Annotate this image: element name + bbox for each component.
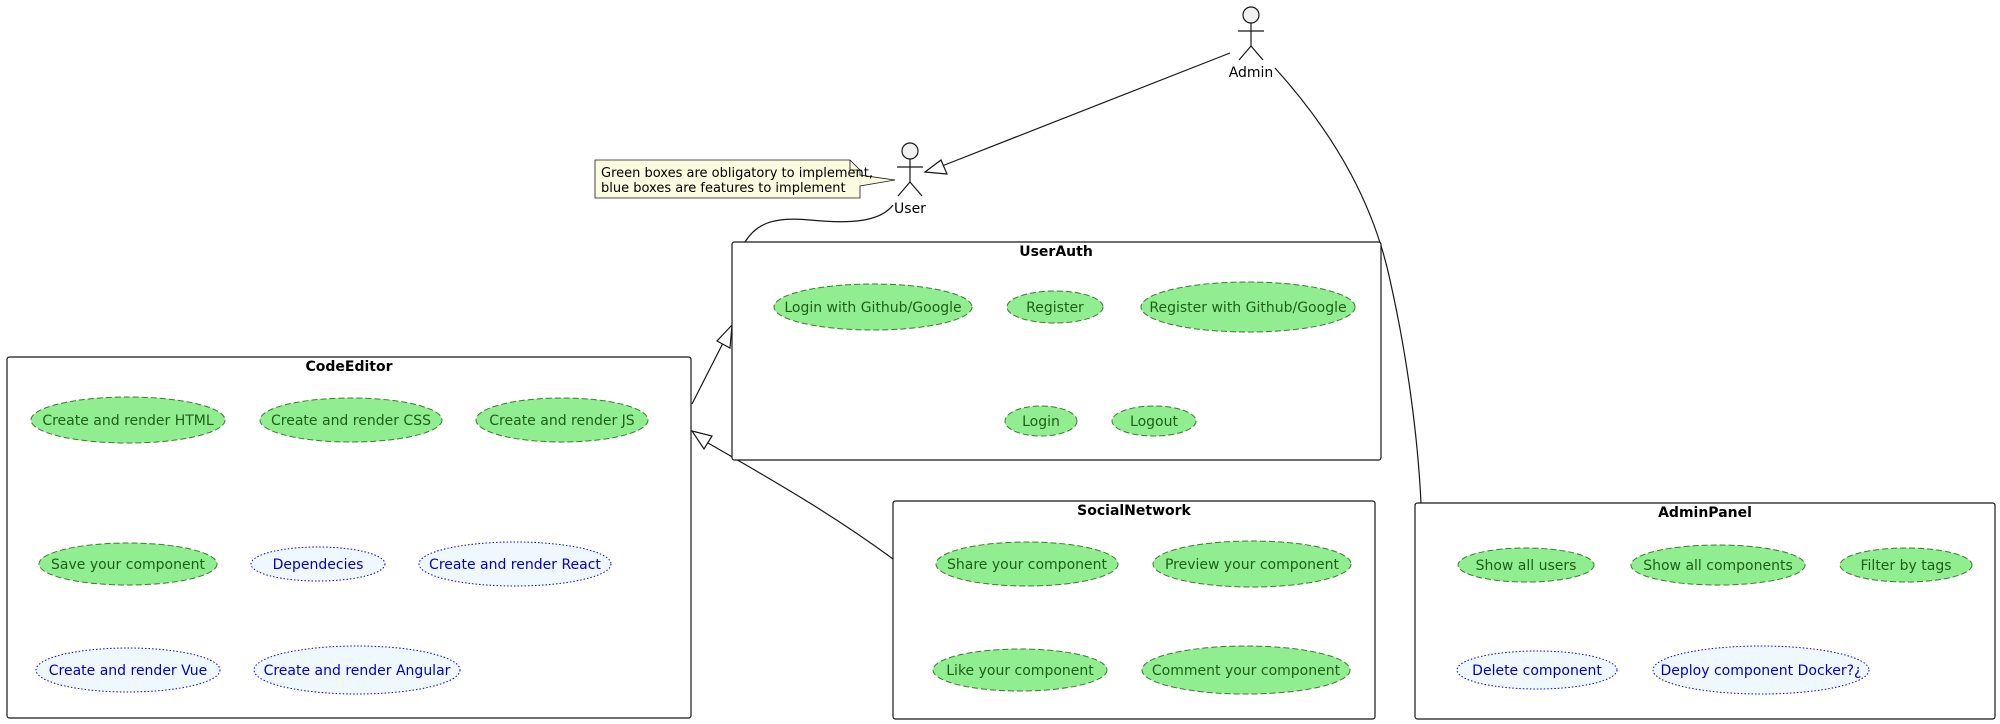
package-title: SocialNetwork <box>1077 503 1191 519</box>
stick-figure-icon <box>897 142 923 197</box>
actor-admin[interactable]: Admin <box>1229 6 1274 81</box>
usecase-label: Preview your component <box>1165 557 1340 573</box>
package-socialnetwork[interactable]: SocialNetwork Share your component Previ… <box>892 500 1376 720</box>
usecase-create-render-js[interactable]: Create and render JS <box>475 397 649 443</box>
actor-label: User <box>894 201 926 217</box>
usecase-label: Save your component <box>51 557 205 573</box>
generalization-arrowhead <box>923 159 948 175</box>
note-shape <box>594 159 896 199</box>
usecase-label: Register with Github/Google <box>1149 300 1346 316</box>
usecase-label: Like your component <box>946 663 1094 679</box>
usecase-save-your-component[interactable]: Save your component <box>38 542 218 586</box>
usecase-label: Create and render CSS <box>271 413 431 429</box>
usecase-logout[interactable]: Logout <box>1111 405 1197 437</box>
usecase-label: Deploy component Docker?¿ <box>1660 663 1861 679</box>
usecase-login-with-github-google[interactable]: Login with Github/Google <box>773 283 973 331</box>
package-codeeditor[interactable]: CodeEditor Create and render HTML Create… <box>6 356 692 719</box>
actor-label: Admin <box>1229 65 1274 81</box>
package-adminpanel[interactable]: AdminPanel Show all users Show all compo… <box>1414 502 1996 720</box>
usecase-label: Comment your component <box>1152 663 1341 679</box>
package-userauth[interactable]: UserAuth Login with Github/Google Regist… <box>731 241 1382 461</box>
actor-user[interactable]: User <box>894 142 926 217</box>
usecase-create-render-css[interactable]: Create and render CSS <box>259 397 443 443</box>
stick-figure-icon <box>1238 6 1264 61</box>
usecase-label: Create and render HTML <box>42 413 214 429</box>
generalization-arrowhead <box>716 323 733 349</box>
usecase-filter-by-tags[interactable]: Filter by tags <box>1839 547 1973 583</box>
relation-codeeditor-userauth <box>691 342 724 405</box>
usecase-label: Show all users <box>1476 558 1577 574</box>
usecase-label: Create and render Angular <box>264 663 451 679</box>
note-line: blue boxes are features to implement <box>601 181 846 196</box>
usecase-login[interactable]: Login <box>1004 405 1078 437</box>
relations <box>690 52 1422 560</box>
note-line: Green boxes are obligatory to implement, <box>601 166 873 181</box>
usecase-label: Login with Github/Google <box>784 300 961 316</box>
usecase-deploy-component-docker[interactable]: Deploy component Docker?¿ <box>1652 645 1870 695</box>
usecase-label: Show all components <box>1643 558 1793 574</box>
relation-admin-user-generalization <box>941 52 1231 167</box>
usecase-label: Share your component <box>947 557 1107 573</box>
usecase-label: Create and render Vue <box>49 663 208 679</box>
usecase-delete-component[interactable]: Delete component <box>1456 650 1618 690</box>
note: Green boxes are obligatory to implement,… <box>594 159 896 199</box>
relation-user-userauth <box>744 204 894 243</box>
usecase-dependecies[interactable]: Dependecies <box>250 546 386 582</box>
usecase-create-render-vue[interactable]: Create and render Vue <box>35 647 221 693</box>
usecase-label: Delete component <box>1472 663 1602 679</box>
usecase-show-all-components[interactable]: Show all components <box>1630 544 1806 586</box>
package-title: CodeEditor <box>305 359 392 375</box>
usecase-label: Filter by tags <box>1861 558 1952 574</box>
generalization-arrowhead <box>690 430 713 451</box>
usecase-create-render-angular[interactable]: Create and render Angular <box>253 645 461 695</box>
usecase-create-render-html[interactable]: Create and render HTML <box>30 396 226 444</box>
usecase-like-your-component[interactable]: Like your component <box>932 648 1108 692</box>
usecase-register[interactable]: Register <box>1006 290 1104 324</box>
usecase-show-all-users[interactable]: Show all users <box>1457 547 1595 583</box>
package-title: UserAuth <box>1019 244 1093 260</box>
relation-admin-adminpanel <box>1274 67 1422 504</box>
usecase-label: Register <box>1026 300 1084 316</box>
usecase-label: Login <box>1022 414 1060 430</box>
usecase-label: Create and render React <box>429 557 601 573</box>
usecase-label: Dependecies <box>273 557 364 573</box>
usecase-label: Logout <box>1130 414 1178 430</box>
usecase-comment-your-component[interactable]: Comment your component <box>1141 645 1351 695</box>
usecase-label: Create and render JS <box>489 413 635 429</box>
usecase-register-with-github-google[interactable]: Register with Github/Google <box>1140 281 1356 333</box>
usecase-create-render-react[interactable]: Create and render React <box>418 541 612 587</box>
package-title: AdminPanel <box>1658 505 1752 521</box>
usecase-preview-your-component[interactable]: Preview your component <box>1152 540 1352 588</box>
usecase-share-your-component[interactable]: Share your component <box>935 541 1119 587</box>
